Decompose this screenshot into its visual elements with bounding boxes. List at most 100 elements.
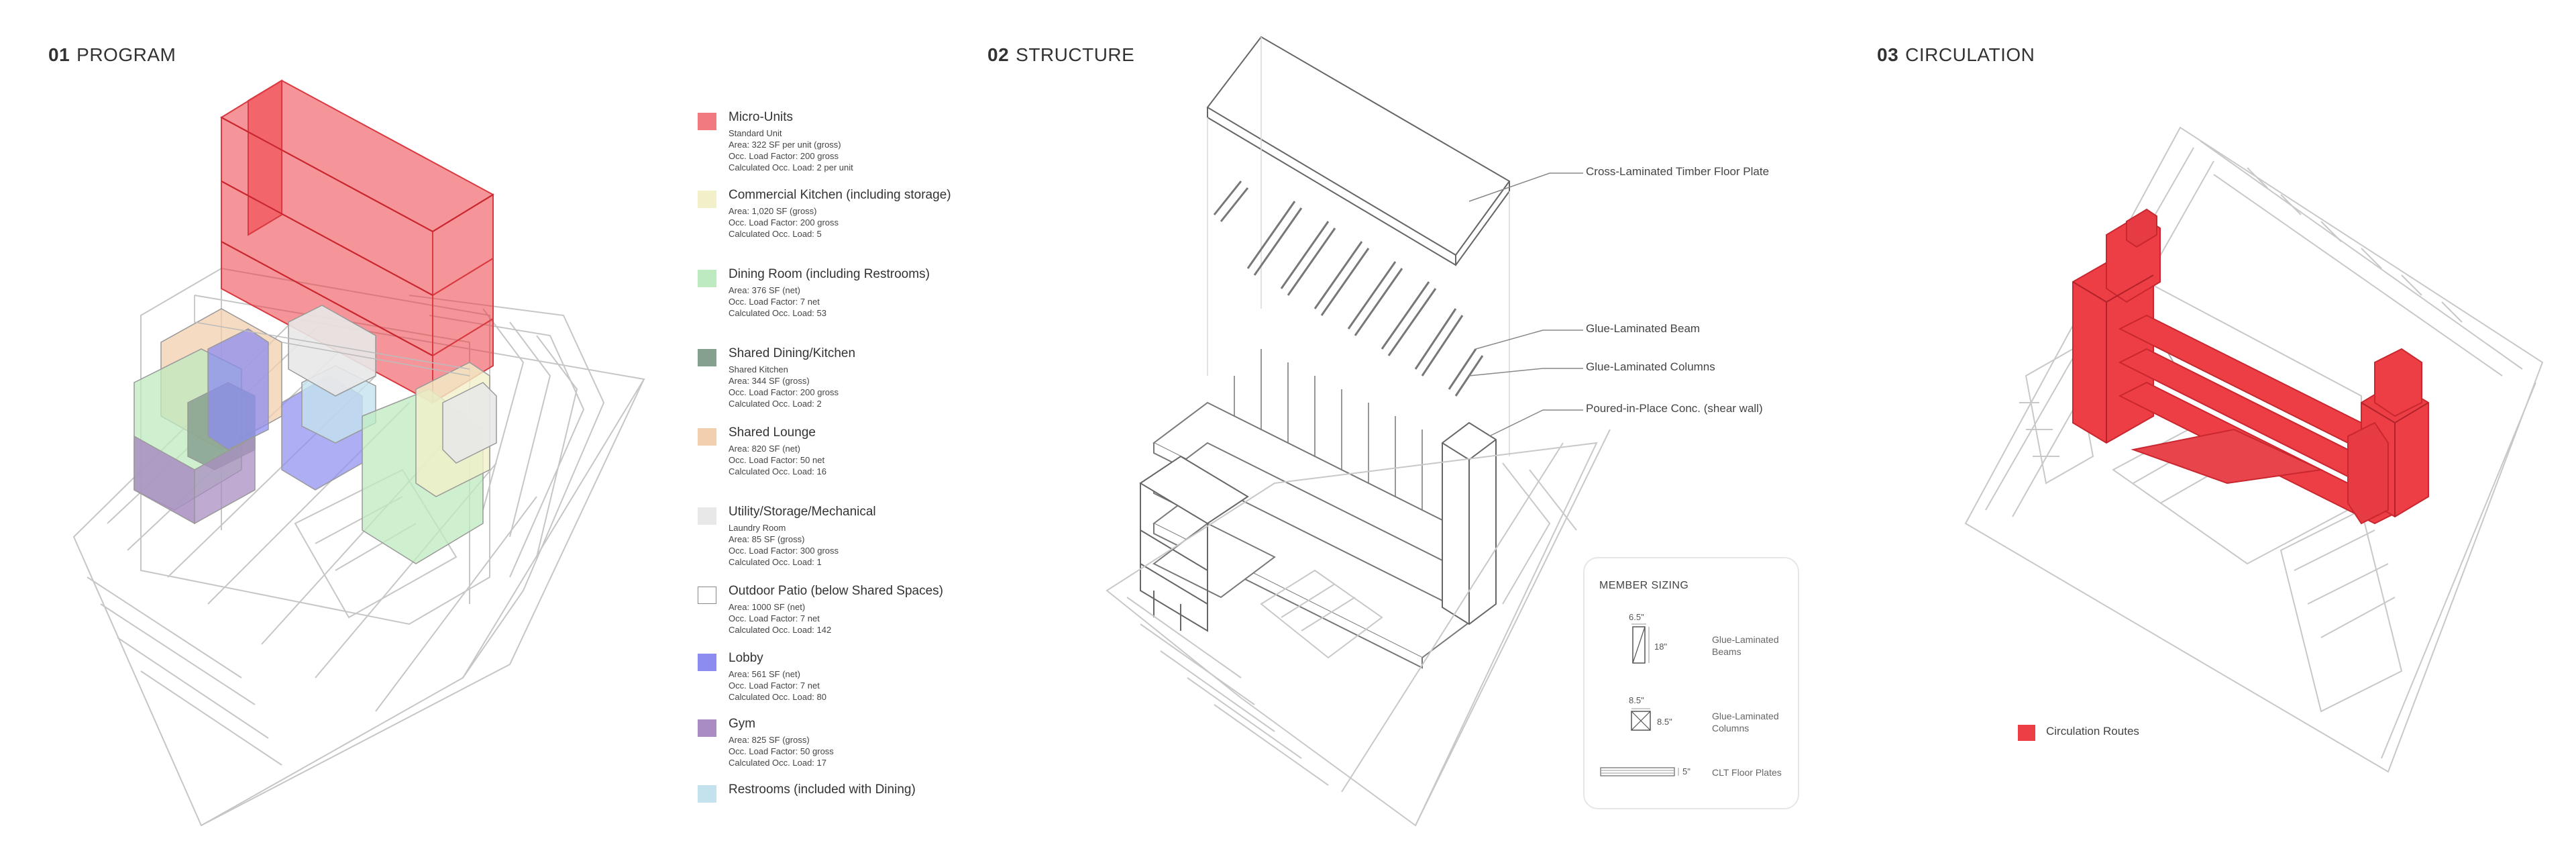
clt-section-icon	[1600, 767, 1679, 776]
legend-detail-line: Area: 322 SF per unit (gross)	[729, 140, 841, 150]
legend-swatch	[698, 349, 716, 366]
legend-swatch	[698, 507, 716, 525]
legend-item-details: Area: 376 SF (net) Occ. Load Factor: 7 n…	[729, 285, 826, 319]
member-sizing-panel: MEMBER SIZING 6.5" 18" Glue-Laminated Be…	[1583, 557, 1799, 809]
member-sizing-title: MEMBER SIZING	[1599, 580, 1689, 591]
legend-detail-line: Calculated Occ. Load: 142	[729, 625, 832, 635]
legend-detail-line: Calculated Occ. Load: 2	[729, 399, 822, 409]
legend-detail-line: Occ. Load Factor: 7 net	[729, 297, 820, 307]
panel-number: 01	[48, 44, 70, 65]
panel-title-circulation: 03 CIRCULATION	[1877, 44, 2035, 66]
legend-detail-line: Calculated Occ. Load: 17	[729, 758, 826, 768]
legend-swatch	[698, 113, 716, 130]
panel-number: 02	[987, 44, 1010, 65]
legend-detail-line: Calculated Occ. Load: 53	[729, 308, 826, 318]
legend-detail-line: Occ. Load Factor: 50 gross	[729, 746, 834, 756]
panel-title-structure: 02 STRUCTURE	[987, 44, 1134, 66]
legend-detail-line: Laundry Room	[729, 523, 786, 533]
legend-swatch	[698, 428, 716, 446]
beam-label-line: Glue-Laminated	[1712, 634, 1779, 645]
legend-item-name: Utility/Storage/Mechanical	[729, 505, 876, 519]
legend-detail-line: Occ. Load Factor: 200 gross	[729, 387, 839, 397]
legend-detail-line: Area: 561 SF (net)	[729, 669, 800, 679]
legend-item-name: Dining Room (including Restrooms)	[729, 267, 930, 281]
legend-detail-line: Area: 1000 SF (net)	[729, 602, 806, 612]
beam-label-line: Beams	[1712, 646, 1741, 657]
legend-detail-line: Occ. Load Factor: 300 gross	[729, 546, 839, 556]
beam-width-dim: 6.5"	[1629, 612, 1644, 622]
legend-item-details: Laundry Room Area: 85 SF (gross) Occ. Lo…	[729, 522, 839, 568]
glulam-beams	[1213, 181, 1484, 397]
callout-clt-floor-plate: Cross-Laminated Timber Floor Plate	[1586, 165, 1770, 178]
legend-item-name: Shared Dining/Kitchen	[729, 346, 856, 360]
column-label-line: Glue-Laminated	[1712, 711, 1779, 721]
legend-item-details: Area: 825 SF (gross) Occ. Load Factor: 5…	[729, 734, 834, 768]
legend-detail-line: Calculated Occ. Load: 80	[729, 692, 826, 702]
legend-detail-line: Occ. Load Factor: 50 net	[729, 455, 825, 465]
legend-detail-line: Shared Kitchen	[729, 364, 788, 374]
legend-item-name: Gym	[729, 717, 756, 731]
legend-item-details: Standard Unit Area: 322 SF per unit (gro…	[729, 128, 853, 173]
leader-columns	[1468, 368, 1583, 376]
clt-label: CLT Floor Plates	[1712, 767, 1782, 778]
legend-detail-line: Area: 376 SF (net)	[729, 285, 800, 295]
legend-detail-line: Area: 344 SF (gross)	[729, 376, 810, 386]
column-width-dim: 8.5"	[1629, 695, 1644, 705]
circulation-legend-label: Circulation Routes	[2046, 725, 2139, 738]
legend-item-details: Area: 1,020 SF (gross) Occ. Load Factor:…	[729, 205, 839, 240]
legend-item-name: Commercial Kitchen (including storage)	[729, 188, 951, 202]
legend-swatch	[698, 719, 716, 737]
panel-name: STRUCTURE	[1016, 44, 1135, 65]
legend-detail-line: Occ. Load Factor: 7 net	[729, 613, 820, 623]
panel-name: PROGRAM	[76, 44, 176, 65]
legend-item-name: Restrooms (included with Dining)	[729, 782, 916, 797]
clt-thickness-dim: 5"	[1682, 766, 1690, 776]
legend-swatch	[698, 654, 716, 671]
legend-detail-line: Area: 85 SF (gross)	[729, 534, 805, 544]
panel-title-program: 01 PROGRAM	[48, 44, 176, 66]
legend-item-details: Area: 820 SF (net) Occ. Load Factor: 50 …	[729, 443, 826, 477]
legend-item-name: Lobby	[729, 651, 763, 665]
structure-axonometric	[1106, 36, 1611, 827]
column-depth-dim: 8.5"	[1657, 717, 1672, 727]
beam-depth-dim: 18"	[1654, 642, 1668, 652]
legend-detail-line: Calculated Occ. Load: 5	[729, 229, 822, 239]
legend-swatch	[698, 785, 716, 803]
legend-item-details: Area: 1000 SF (net) Occ. Load Factor: 7 …	[729, 601, 831, 636]
column-label-line: Columns	[1712, 723, 1750, 734]
legend-item-name: Shared Lounge	[729, 425, 816, 440]
legend-detail-line: Calculated Occ. Load: 16	[729, 466, 826, 476]
leader-beam	[1475, 330, 1583, 350]
legend-item-details: Area: 561 SF (net) Occ. Load Factor: 7 n…	[729, 668, 826, 703]
legend-item-name: Outdoor Patio (below Shared Spaces)	[729, 584, 944, 598]
column-section-icon	[1631, 708, 1651, 731]
legend-detail-line: Calculated Occ. Load: 2 per unit	[729, 162, 853, 172]
legend-detail-line: Standard Unit	[729, 128, 782, 138]
legend-detail-line: Area: 820 SF (net)	[729, 444, 800, 454]
callout-shear-wall: Poured-in-Place Conc. (shear wall)	[1586, 402, 1763, 415]
legend-swatch	[698, 270, 716, 287]
leader-shear-wall	[1489, 409, 1583, 437]
leader-clt	[1468, 172, 1583, 202]
clt-floor-plate	[1206, 36, 1511, 256]
circulation-routes	[2072, 208, 2429, 525]
column-label: Glue-Laminated Columns	[1712, 710, 1779, 734]
legend-item-details: Shared Kitchen Area: 344 SF (gross) Occ.…	[729, 364, 839, 409]
legend-detail-line: Occ. Load Factor: 200 gross	[729, 151, 839, 161]
beam-section-icon	[1631, 623, 1650, 664]
panel-number: 03	[1877, 44, 1899, 65]
callout-glulam-columns: Glue-Laminated Columns	[1586, 360, 1715, 373]
legend-detail-line: Area: 1,020 SF (gross)	[729, 206, 817, 216]
legend-swatch	[698, 587, 716, 604]
legend-detail-line: Occ. Load Factor: 200 gross	[729, 217, 839, 228]
legend-swatch	[2018, 725, 2035, 741]
panel-name: CIRCULATION	[1905, 44, 2035, 65]
legend-item-name: Micro-Units	[729, 110, 794, 124]
legend-detail-line: Calculated Occ. Load: 1	[729, 557, 822, 567]
legend-detail-line: Area: 825 SF (gross)	[729, 735, 810, 745]
callout-glulam-beam: Glue-Laminated Beam	[1586, 322, 1701, 335]
beam-label: Glue-Laminated Beams	[1712, 634, 1779, 658]
legend-swatch	[698, 191, 716, 208]
program-volumes	[133, 79, 497, 564]
